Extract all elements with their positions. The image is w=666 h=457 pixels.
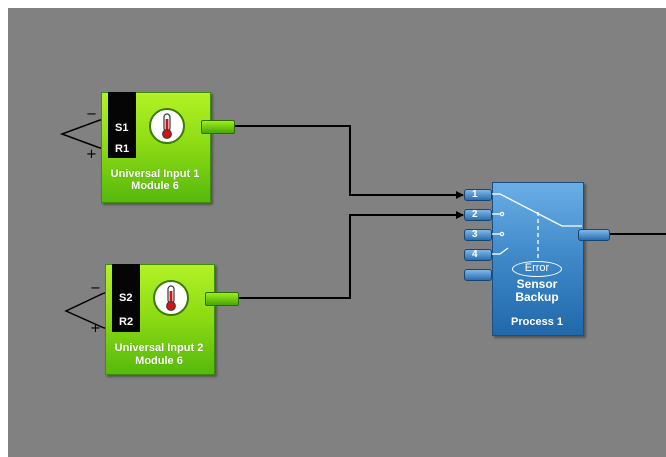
sensor-minus-sign: − (86, 107, 97, 122)
thermometer-icon (149, 108, 185, 144)
process-1-block[interactable]: 1 2 3 4 Error Sensor Backup Process 1 (464, 182, 614, 338)
block-title-line2: Module 6 (131, 180, 179, 192)
pin-label-s2: S2 (119, 292, 133, 304)
block-title-line2: Module 6 (135, 355, 183, 367)
terminal-strip (112, 264, 140, 332)
input-port-3[interactable]: 3 (464, 229, 492, 241)
pin-label-s1: S1 (115, 122, 129, 134)
wire-input1-to-port1 (234, 125, 464, 199)
terminal-strip (108, 92, 136, 158)
output-port[interactable] (201, 120, 235, 134)
block-title-line1: Universal Input 1 (110, 168, 200, 180)
pin-label-r1: R1 (115, 143, 130, 155)
process-block-body[interactable] (492, 182, 584, 336)
sensor-plus-sign: + (90, 321, 101, 336)
process-name-line1: Sensor (516, 277, 558, 291)
input-port-5[interactable] (464, 269, 492, 281)
process-name-line2: Backup (515, 290, 559, 304)
error-indicator: Error (512, 261, 562, 277)
block-title-line1: Universal Input 2 (114, 342, 204, 354)
universal-input-2-block[interactable]: S2 R2 Universal Input 2 Module 6 (105, 264, 241, 375)
process-title: Process 1 (511, 316, 563, 328)
wire-input2-to-port2 (238, 211, 464, 299)
output-port[interactable] (205, 292, 239, 306)
thermometer-icon (153, 280, 189, 316)
selector-switch-icon (492, 193, 582, 262)
pin-label-r2: R2 (119, 316, 134, 328)
input-port-2[interactable]: 2 (464, 209, 492, 221)
universal-input-1-block[interactable]: S1 R1 Universal Input 1 Module 6 (101, 92, 237, 203)
input-port-1[interactable]: 1 (464, 189, 492, 201)
input-port-4[interactable]: 4 (464, 249, 492, 261)
output-port[interactable] (578, 229, 610, 241)
sensor-plus-sign: + (86, 147, 97, 162)
sensor-minus-sign: − (90, 281, 101, 296)
